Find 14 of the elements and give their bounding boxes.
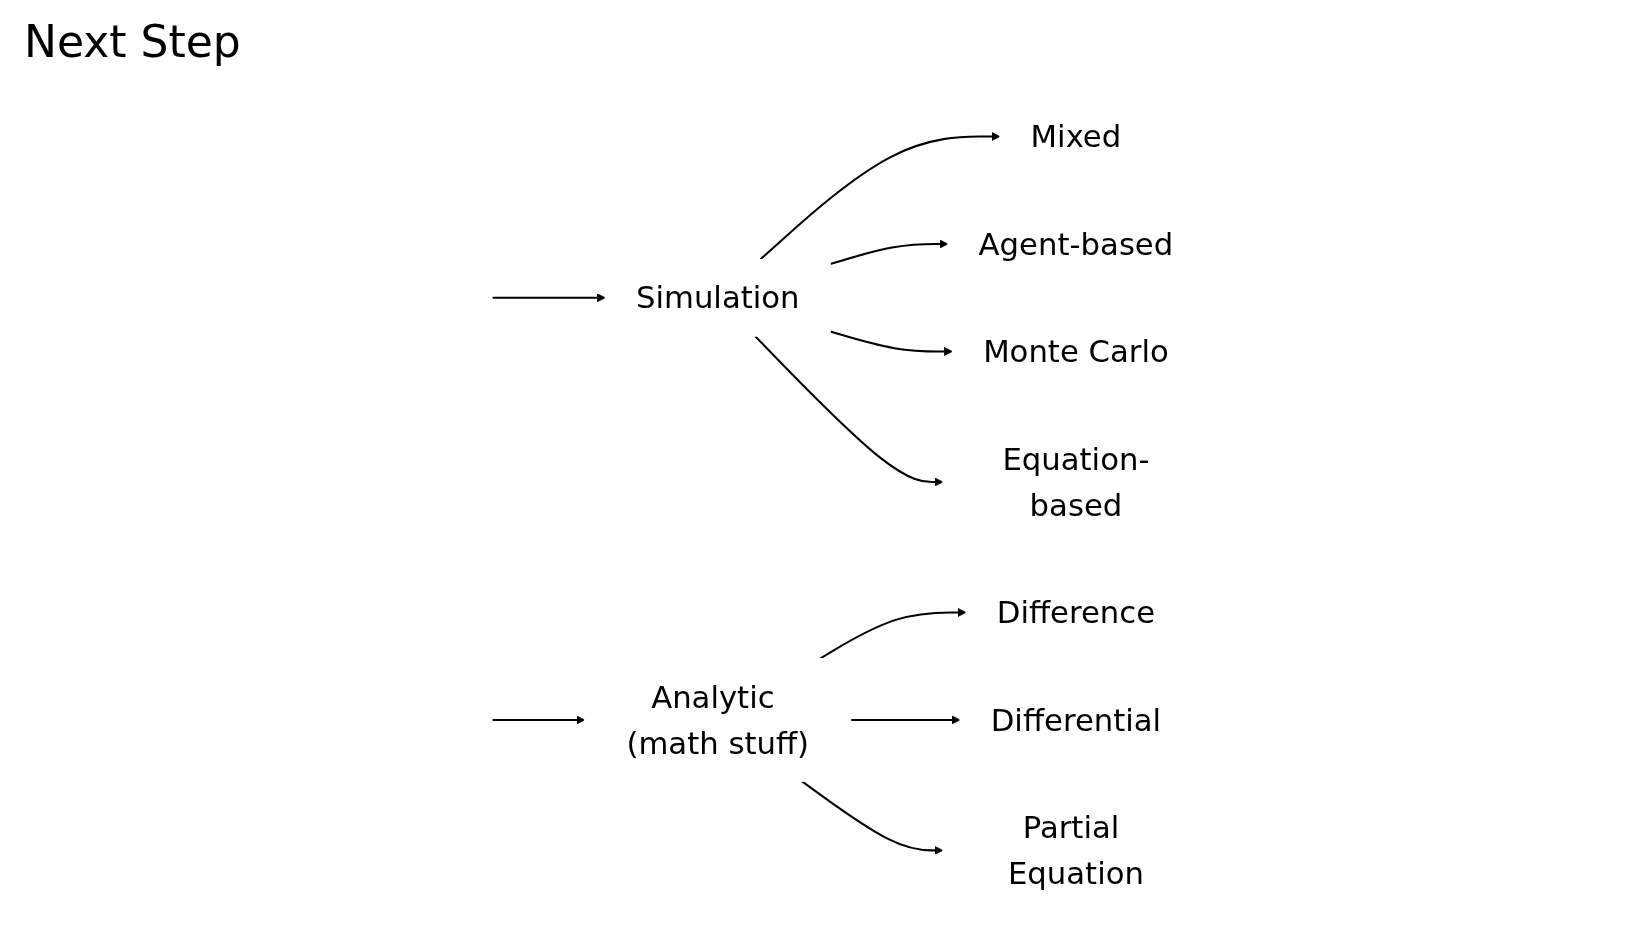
arrow [492,293,606,303]
node-text: Agent-based [978,226,1174,262]
node-text: Partial Equation [1007,809,1144,892]
node-text: Mixed [1030,118,1122,155]
node-text: Monte Carlo [983,333,1169,370]
node-text: Differential [990,702,1162,738]
arrow [829,330,953,356]
diagram-title: Next Step [24,16,241,67]
arrow [819,607,967,660]
node-text: Difference [996,594,1155,631]
node-text: Simulation [635,279,800,316]
node-text: Analytic (math stuff) [626,678,809,761]
node-text: Equation-based [1002,441,1150,523]
arrow [492,715,585,725]
